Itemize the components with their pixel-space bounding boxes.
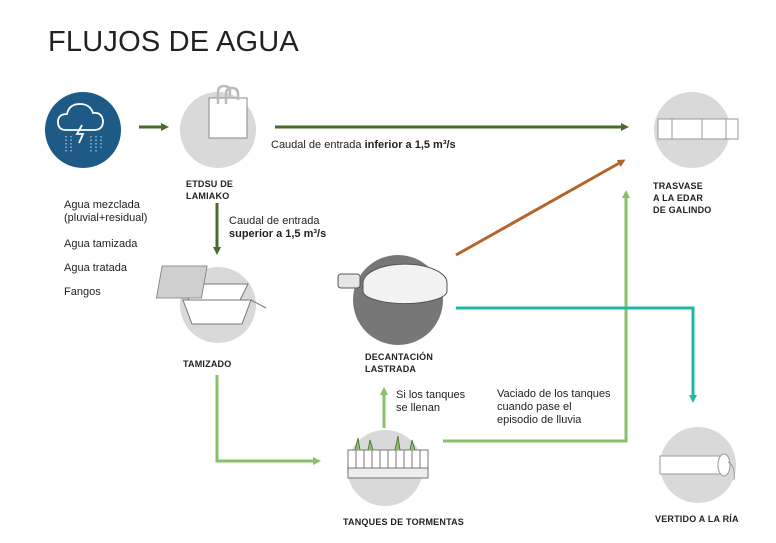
- flow-arrow-tanques-trasvase: [443, 190, 630, 443]
- pipe-icon: [654, 92, 739, 168]
- flow-arrow-tamizado-tanques: [215, 375, 321, 465]
- flow-label-superior: Caudal de entrada superior a 1,5 m³/s: [229, 215, 327, 240]
- legend-label-2: (pluvial+residual): [64, 212, 148, 224]
- flow-arrow-decantacion-vertido: [456, 306, 697, 403]
- flow-arrow-decantacion-trasvase: [455, 159, 626, 257]
- settler-icon: [337, 255, 448, 345]
- flow-label-vaciado: Vaciado de los tanques cuando pase el ep…: [497, 388, 611, 426]
- outfall-pipe-icon: [659, 427, 736, 503]
- flow-label-inferior: Caudal de entrada inferior a 1,5 m³/s: [271, 139, 456, 151]
- legend-item-tratada: Agua tratada: [64, 262, 127, 274]
- legend-label: Agua mezclada: [64, 199, 140, 211]
- flow-label-llenan: Si los tanques se llenan: [396, 389, 466, 414]
- node-label-etdsu: ETDSU DE LAMIAKO: [186, 179, 234, 201]
- node-label-tanques: TANQUES DE TORMENTAS: [343, 517, 465, 527]
- legend-item-mezclada: Agua mezclada (pluvial+residual): [64, 199, 147, 225]
- node-label-vertido: VERTIDO A LA RÍA: [655, 514, 739, 524]
- tank-pipes-icon: [180, 84, 256, 168]
- node-label-decantacion: DECANTACIÓN LASTRADA: [365, 352, 434, 374]
- legend-item-fangos: Fangos: [64, 286, 101, 298]
- legend-item-tamizada: Agua tamizada: [64, 238, 138, 250]
- node-label-trasvase: TRASVASE A LA EDAR DE GALINDO: [653, 181, 712, 215]
- rain-icon: [45, 92, 121, 168]
- node-label-tamizado: TAMIZADO: [183, 359, 232, 369]
- screen-filter-icon: [155, 265, 267, 343]
- page-title: FLUJOS DE AGUA: [48, 26, 299, 58]
- storm-tank-icon: [347, 430, 429, 506]
